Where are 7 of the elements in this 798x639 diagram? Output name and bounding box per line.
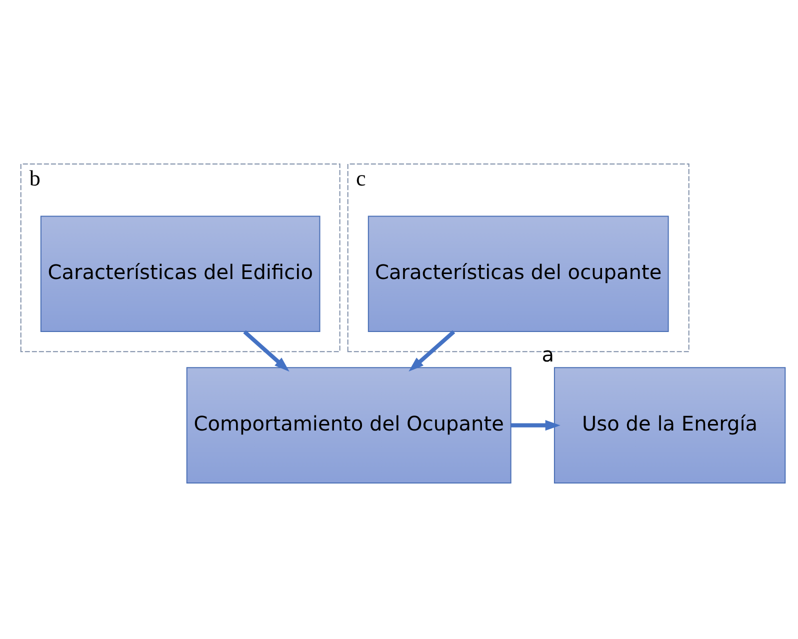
node-box: Uso de la Energía (554, 367, 786, 484)
arrow (408, 330, 456, 372)
arrow (243, 330, 290, 372)
node-box: Características del Edificio (40, 216, 320, 332)
node-box: Características del ocupante (368, 216, 669, 332)
arrow (510, 420, 560, 431)
node-box: Comportamiento del Ocupante (186, 367, 512, 484)
